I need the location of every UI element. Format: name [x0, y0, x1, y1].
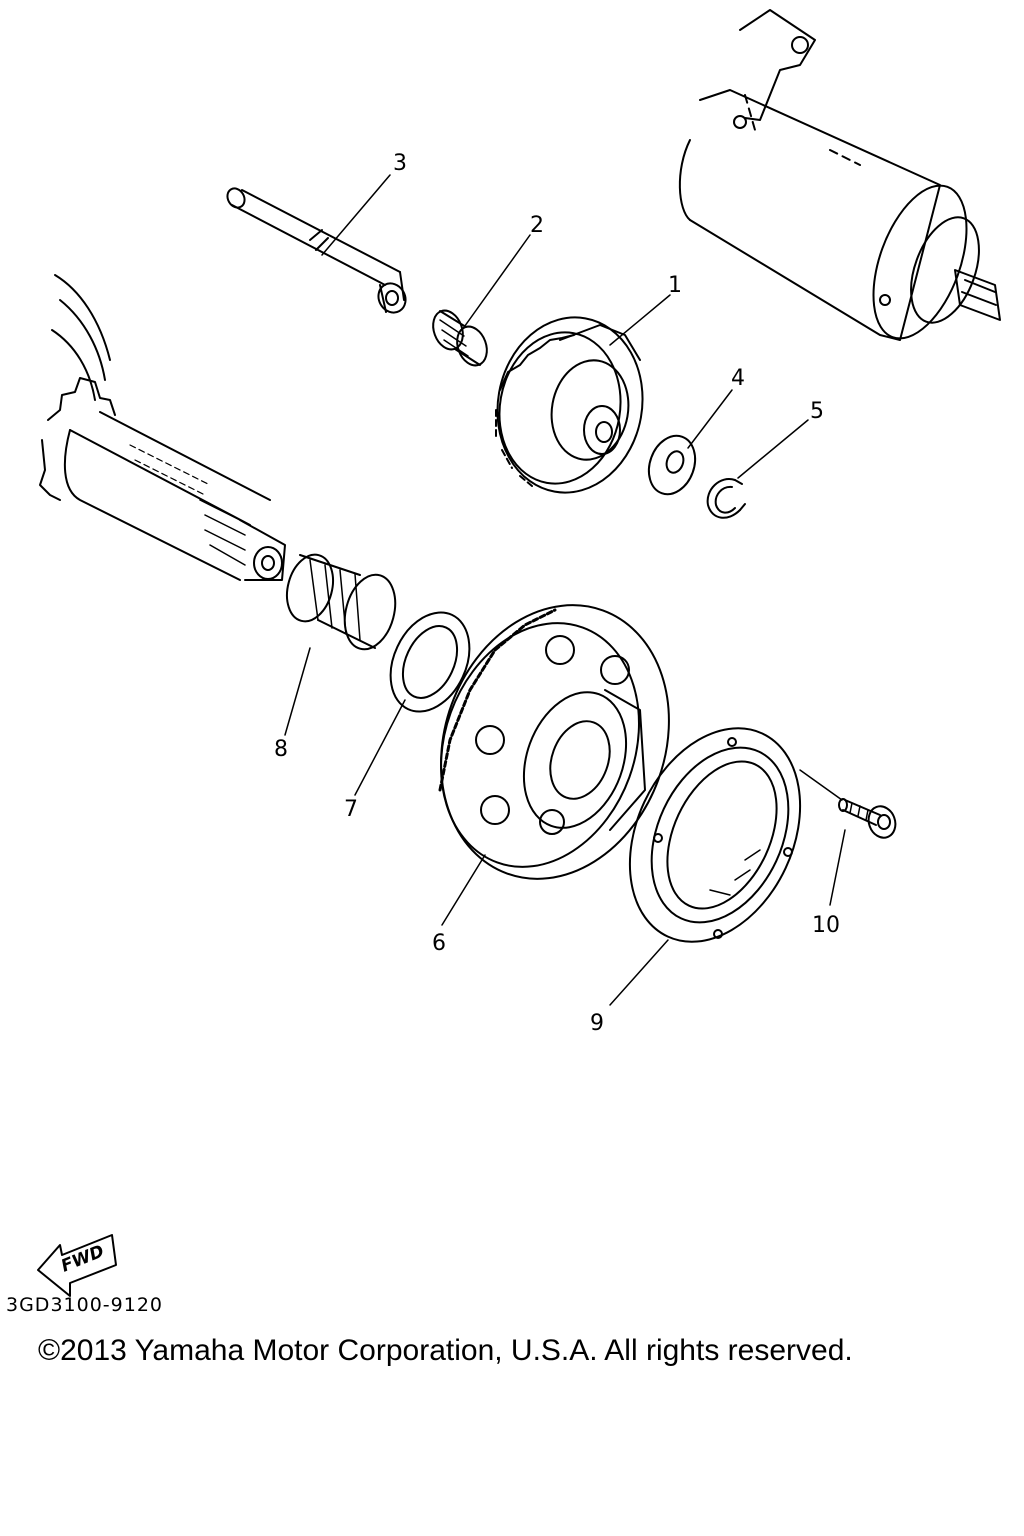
bolt-part-10 — [838, 798, 897, 839]
callout-10: 10 — [812, 913, 840, 938]
leader-lines — [284, 174, 846, 1006]
crankshaft — [39, 274, 286, 581]
fwd-arrow-icon — [37, 1234, 117, 1297]
idler-gear-part-1 — [495, 316, 644, 494]
starter-wheel-gear-part-6 — [438, 604, 670, 880]
shaft-pin-part-3 — [226, 187, 407, 314]
starter-motor — [678, 9, 1001, 341]
washer-part-7 — [389, 611, 471, 713]
callout-1: 1 — [668, 273, 682, 298]
callout-7: 7 — [344, 797, 358, 822]
washer-part-4 — [647, 434, 697, 496]
callout-2: 2 — [530, 213, 544, 238]
callout-3: 3 — [393, 151, 407, 176]
one-way-clutch-part-9 — [628, 727, 802, 943]
callout-4: 4 — [731, 366, 745, 391]
callout-6: 6 — [432, 931, 446, 956]
needle-bearing-part-8 — [285, 553, 397, 651]
diagram-part-number: 3GD3100-9120 — [6, 1294, 164, 1316]
callout-5: 5 — [810, 399, 824, 424]
callout-8: 8 — [274, 737, 288, 762]
copyright-notice: ©2013 Yamaha Motor Corporation, U.S.A. A… — [38, 1334, 853, 1367]
callout-9: 9 — [590, 1011, 604, 1036]
needle-bearing-part-2 — [432, 309, 488, 367]
circlip-part-5 — [706, 478, 746, 519]
